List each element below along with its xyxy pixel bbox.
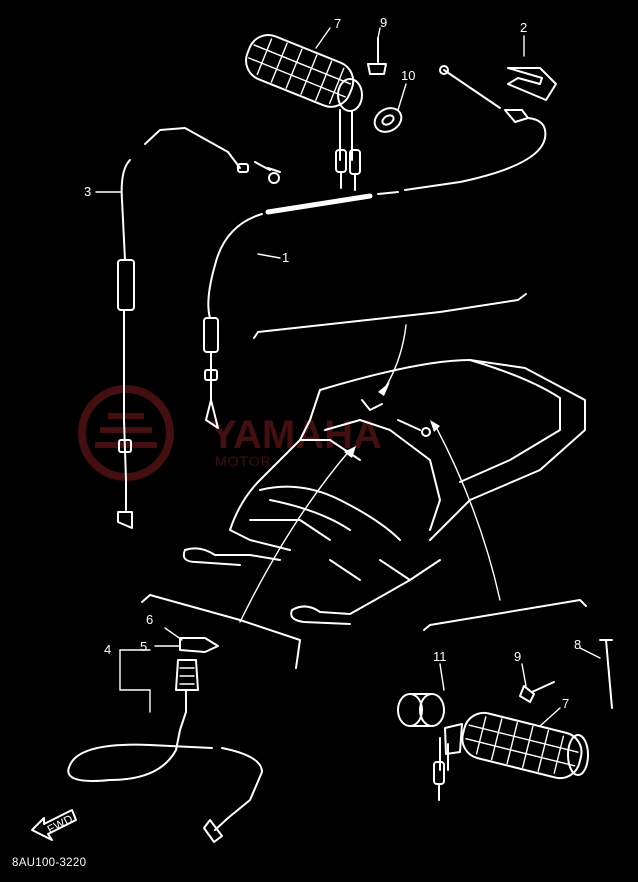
watermark-subtext: MOTOR (215, 453, 272, 469)
callout-1: 1 (282, 250, 289, 265)
pin-8 (599, 639, 613, 709)
brake-cable-3 (117, 127, 281, 529)
upper-inset-outline (253, 293, 527, 396)
callout-10: 10 (401, 68, 415, 83)
throttle-cable-1 (203, 65, 547, 429)
detail-arrows (239, 420, 501, 623)
diagram-code: 8AU100-3220 (12, 857, 86, 869)
screw-bottom (519, 681, 555, 703)
lower-right-inset-outline (423, 599, 587, 631)
callout-4: 4 (104, 642, 111, 657)
collar-10 (373, 107, 403, 133)
fwd-arrow-icon: FWD (31, 809, 77, 841)
callout-7-bottom: 7 (562, 696, 569, 711)
throttle-grip-top (245, 34, 363, 191)
callout-6: 6 (146, 612, 153, 627)
callout-5: 5 (140, 639, 147, 654)
snowmobile-body (182, 359, 586, 625)
screw-top (367, 37, 387, 75)
stop-switch-assy (67, 627, 263, 843)
callout-2: 2 (520, 20, 527, 35)
callout-8: 8 (574, 637, 581, 652)
collar-11 (397, 693, 445, 727)
lower-left-inset-outline (141, 594, 301, 669)
callout-9-top: 9 (380, 15, 387, 30)
watermark-text: YAMAHA (210, 413, 382, 457)
throttle-grip-bottom (433, 711, 589, 801)
callout-9-bottom: 9 (514, 649, 521, 664)
leader-lines (95, 27, 601, 727)
yamaha-watermark: YAMAHA MOTOR (78, 385, 382, 481)
cable-clamp-2 (507, 67, 557, 101)
callout-7-top: 7 (334, 16, 341, 31)
callout-3: 3 (84, 184, 91, 199)
callout-11: 11 (433, 649, 447, 664)
